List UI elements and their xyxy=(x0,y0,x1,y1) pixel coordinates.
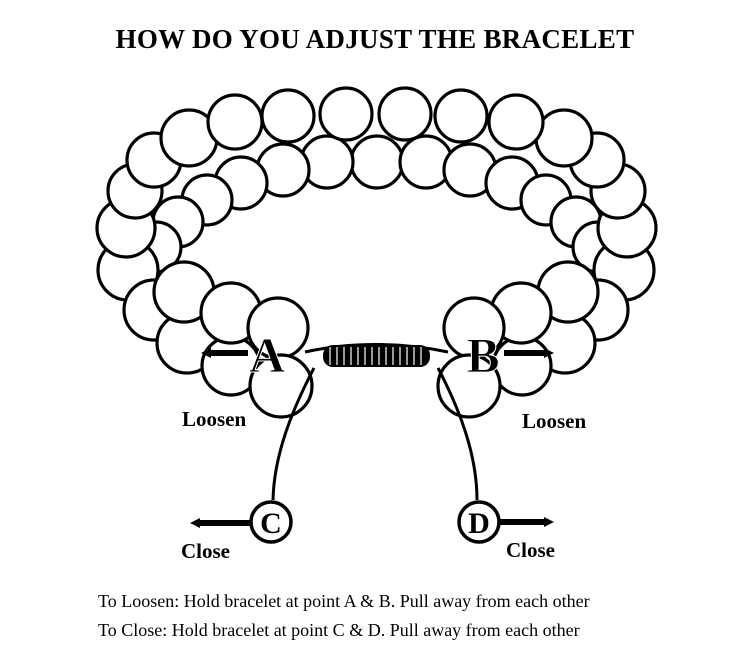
loosen-left-label: Loosen xyxy=(182,407,247,431)
close-right-label: Close xyxy=(506,538,555,562)
point-c-marker: C xyxy=(190,500,293,544)
loosen-instruction: To Loosen: Hold bracelet at point A & B.… xyxy=(98,591,590,611)
point-a-label: A xyxy=(249,327,285,383)
point-d-label: D xyxy=(468,507,490,540)
point-d-marker: D xyxy=(457,500,554,544)
cord-top-strand xyxy=(304,343,449,354)
point-c-label: C xyxy=(260,507,282,540)
loosen-right-label: Loosen xyxy=(522,409,587,433)
close-instruction: To Close: Hold bracelet at point C & D. … xyxy=(98,620,580,640)
point-b-label: B xyxy=(466,327,499,383)
sliding-knot xyxy=(323,345,430,367)
cord-right-to-d xyxy=(436,367,479,501)
close-left-label: Close xyxy=(181,539,230,563)
page-title: HOW DO YOU ADJUST THE BRACELET xyxy=(115,24,635,54)
point-a-marker: A xyxy=(201,327,286,384)
point-b-marker: B xyxy=(466,327,554,384)
cord-left-to-c xyxy=(271,367,316,501)
adjustment-cords xyxy=(271,343,479,501)
front-bead-row xyxy=(95,86,658,419)
